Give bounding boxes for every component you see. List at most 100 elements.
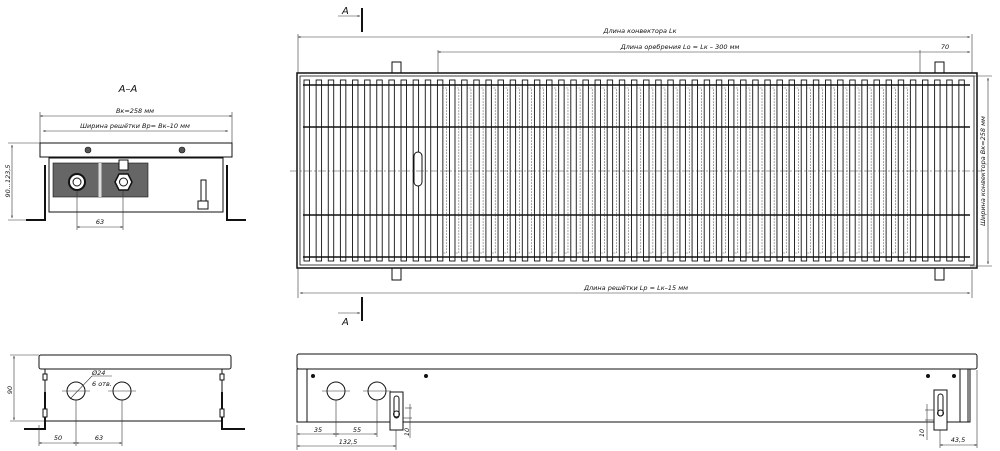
fin [866,87,872,254]
grille-bar [533,79,541,262]
grille-bar [752,79,759,262]
grille-bar [606,79,614,262]
grille-bar [339,79,347,262]
fin [611,87,617,254]
grille-bar [873,79,880,262]
screw-icon [84,146,92,154]
grille-bar [303,79,310,262]
grille-bar [364,79,371,262]
grille-bar [630,79,638,262]
convector-body-end [44,368,223,422]
dim-10-right: 10 [918,429,926,437]
grille-end [38,354,232,370]
fin [441,87,448,254]
grille-bar [946,79,953,262]
fin [562,87,569,254]
dim-35: 35 [314,426,322,434]
grille-bar [594,79,601,262]
fin [477,87,484,254]
grille-width-label: Ширина решётки Bр= Bк–10 мм [80,122,190,130]
grille-bar [449,79,456,262]
edge-offset-label: 50 [54,434,62,442]
fin [720,87,726,254]
fin [853,87,860,254]
grille-bar [558,79,565,262]
fin [696,87,702,254]
grille-bar [922,79,929,262]
fin [526,87,532,254]
grille-bar [485,79,492,262]
grille-bar [679,79,686,262]
width-label: Ширина конвектора Bк=258 мм [979,116,987,226]
grille-bar [570,79,577,262]
fin [599,87,605,254]
fin [878,87,884,254]
grille-bar [497,79,504,262]
fin [793,87,799,254]
grille-bar [352,79,359,262]
grille-bar [400,79,407,262]
grille-bar [837,79,844,262]
screw-icon [952,374,956,378]
width-label: Bк=258 мм [116,107,154,115]
section-title: A–A [118,84,138,95]
fin [623,87,629,254]
hole-diameter-label: Ø24 [91,369,105,377]
fin [671,87,678,254]
grille-bar [473,79,480,262]
screw-icon [178,146,186,154]
fin [768,87,775,254]
grille-bar [643,79,650,262]
fin [684,87,690,254]
grille-bar [897,79,905,262]
fin-length-label: Длина оребрения Lо = Lк – 300 мм [620,43,740,51]
fin [635,87,642,254]
grille-bar [546,79,553,262]
grille-bar [388,79,395,262]
fin [817,87,823,254]
grille-section [39,142,233,158]
grille-bar [691,79,698,262]
grille-bar [327,79,335,262]
section-mark-top: A [341,6,349,17]
screw-icon [926,374,930,378]
grille-bar [849,79,856,262]
grille-bar [776,79,783,262]
fin [587,87,593,254]
heat-exchanger-fins [441,87,908,254]
fin [514,87,520,254]
adjusting-bolt [200,179,207,203]
grille-bar [934,79,941,262]
pipe-spacing-label: 63 [96,218,104,226]
dim-43-5: 43,5 [951,436,965,444]
grille-bar [436,79,444,262]
grille-bar [788,79,795,262]
grille-bars [303,79,970,262]
grille-side [296,353,978,370]
grille-bar [958,79,965,262]
grille-bar [812,79,820,262]
fin [659,87,666,254]
grille-bar [800,79,808,262]
grille-bar [740,79,747,262]
dim-132-5: 132,5 [339,438,358,446]
grille-bar [825,79,832,262]
grille-bar [885,79,893,262]
grille-bar [424,79,432,262]
screw-icon [424,374,428,378]
mounting-foot-left [26,165,46,221]
mounting-foot-right [226,165,246,221]
fin [890,87,896,254]
grille-handle [413,151,423,187]
hole-count-label: 6 отв. [92,380,112,388]
height-label: 90 [6,386,14,394]
grille-bar [764,79,771,262]
grille-bar [315,79,323,262]
grille-bar [715,79,723,262]
hole-spacing-label: 63 [95,434,103,442]
fin [781,87,787,254]
grille-bar [618,79,626,262]
grille-bar [376,79,383,262]
length-label: Длина конвектора Lк [602,27,676,35]
grille-bar [461,79,468,262]
